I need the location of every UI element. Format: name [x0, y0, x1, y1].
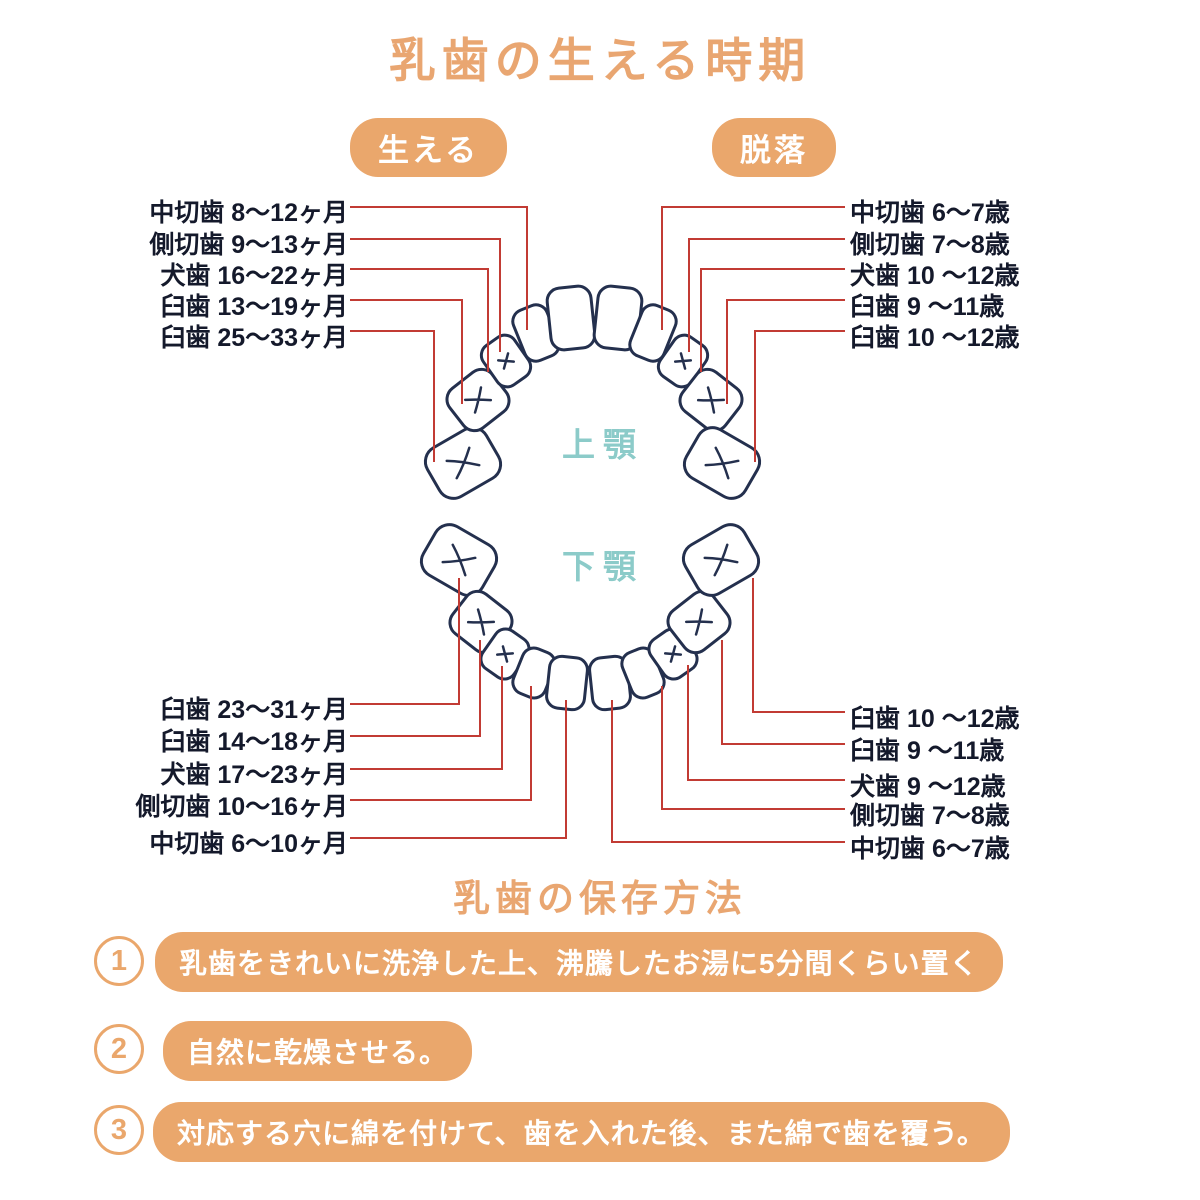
- lower-left-central-incisor: [545, 654, 589, 712]
- step-1-text: 乳歯をきれいに洗浄した上、沸騰したお湯に5分間くらい置く: [155, 932, 1003, 992]
- erupt-badge: 生える: [350, 118, 508, 177]
- label-lower-shed-molar1: 臼歯 9 ～11歳: [850, 737, 1005, 765]
- label-lower-shed-lateral: 側切歯 7～8歳: [850, 802, 1010, 830]
- upper-right-second-molar: [682, 426, 762, 500]
- label-upper-erupt-canine: 犬歯 16～22ヶ月: [160, 262, 348, 290]
- label-lower-erupt-molar1: 臼歯 14～18ヶ月: [160, 728, 348, 756]
- label-upper-shed-central: 中切歯 6～7歳: [850, 199, 1010, 227]
- upper-jaw-label: 上顎: [562, 426, 644, 463]
- connector-lines: [350, 206, 845, 843]
- upper-left-central-incisor: [545, 284, 597, 352]
- lower-jaw-arch: [419, 523, 761, 712]
- label-lower-shed-canine: 犬歯 9 ～12歳: [850, 773, 1006, 801]
- label-lower-erupt-lateral: 側切歯 10～16ヶ月: [135, 793, 348, 821]
- label-lower-shed-central: 中切歯 6～7歳: [850, 835, 1010, 863]
- upper-right-lateral-incisor: [628, 303, 678, 363]
- label-lower-shed-molar2: 臼歯 10 ～12歳: [850, 705, 1020, 733]
- preservation-title: 乳歯の保存方法: [453, 878, 747, 919]
- step-1-number: 1: [94, 936, 144, 986]
- upper-jaw-arch: [423, 284, 762, 500]
- shed-badge: 脱落: [712, 118, 836, 177]
- label-upper-erupt-lateral: 側切歯 9～13ヶ月: [149, 231, 348, 259]
- label-upper-erupt-molar2: 臼歯 25～33ヶ月: [160, 324, 348, 352]
- label-lower-erupt-central: 中切歯 6～10ヶ月: [149, 830, 348, 858]
- label-lower-erupt-canine: 犬歯 17～23ヶ月: [160, 761, 348, 789]
- lower-jaw-label: 下顎: [562, 548, 644, 585]
- upper-left-canine: [479, 333, 533, 389]
- label-upper-erupt-central: 中切歯 8～12ヶ月: [149, 199, 348, 227]
- step-3-text: 対応する穴に綿を付けて、歯を入れた後、また綿で歯を覆う。: [153, 1102, 1010, 1162]
- label-lower-erupt-molar2: 臼歯 23～31ヶ月: [160, 696, 348, 724]
- lower-left-second-molar: [419, 523, 499, 597]
- label-upper-shed-molar1: 臼歯 9 ～11歳: [850, 293, 1005, 321]
- step-3-number: 3: [94, 1105, 144, 1155]
- step-2-text: 自然に乾燥させる。: [163, 1021, 473, 1081]
- step-2-number: 2: [94, 1024, 144, 1074]
- label-upper-shed-canine: 犬歯 10 ～12歳: [850, 262, 1020, 290]
- label-upper-erupt-molar1: 臼歯 13～19ヶ月: [160, 293, 348, 321]
- page-title: 乳歯の生える時期: [388, 34, 812, 87]
- label-upper-shed-lateral: 側切歯 7～8歳: [850, 231, 1010, 259]
- lower-right-second-molar: [681, 523, 761, 597]
- upper-left-second-molar: [423, 426, 503, 500]
- label-upper-shed-molar2: 臼歯 10 ～12歳: [850, 324, 1020, 352]
- lower-right-first-molar: [666, 589, 732, 655]
